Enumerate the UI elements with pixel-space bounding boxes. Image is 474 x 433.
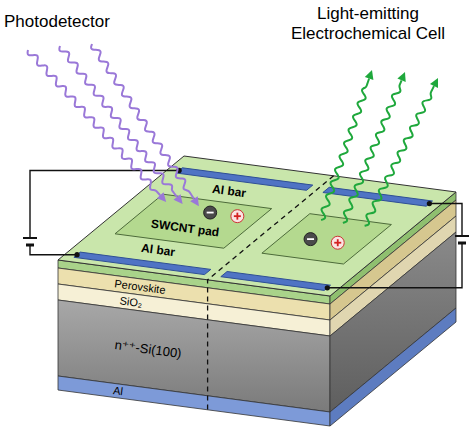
swcnt-pad [262,214,392,264]
emitted-light-arrow [321,70,373,220]
device-divider [208,176,334,410]
back-electrode-front [58,376,330,426]
layer-label: Al [112,384,123,398]
hole-symbol [231,210,244,223]
emitted-light-arrow [343,72,406,223]
al-bar [323,187,433,206]
wire-junction [325,285,330,290]
battery-symbol [23,238,37,245]
electron-symbol [204,206,217,219]
incident-light-arrow [91,44,199,206]
electron-symbol [304,233,317,246]
device-title: Light-emitting Electrochemical Cell [268,4,468,43]
circuit-wire [429,204,462,236]
al-bar [221,272,331,291]
hole-symbol [331,236,344,249]
incident-light-arrow [59,46,182,204]
device-title: Photodetector [4,12,110,32]
swcnt-pad [115,194,272,248]
emitted-light-arrow [365,78,438,226]
top-surface [58,156,456,296]
circuit-wire [327,243,462,288]
circuit-wire [30,245,77,255]
back-electrode-side [330,308,456,426]
layer-label: SiO₂ [119,294,143,309]
battery-symbol [455,236,469,243]
wire-junction [427,201,432,206]
wire-junction [74,252,79,257]
